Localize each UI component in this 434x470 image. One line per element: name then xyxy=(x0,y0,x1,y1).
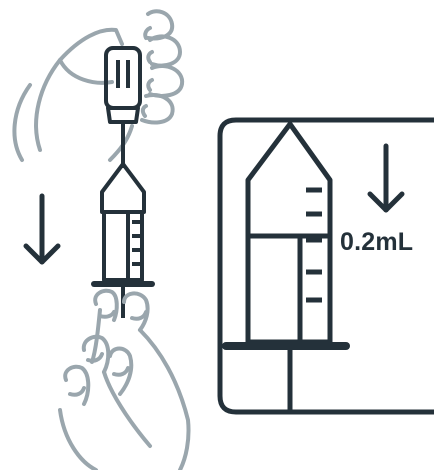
zoom-inset-frame xyxy=(220,120,434,412)
arrow-down-icon xyxy=(26,196,58,262)
zoom-arrow-down-icon xyxy=(370,146,402,210)
zoomed-syringe-illustration xyxy=(226,124,346,410)
vial-illustration xyxy=(106,48,140,168)
dose-volume-label: 0.2mL xyxy=(340,228,413,257)
upper-hand-illustration xyxy=(14,11,182,160)
